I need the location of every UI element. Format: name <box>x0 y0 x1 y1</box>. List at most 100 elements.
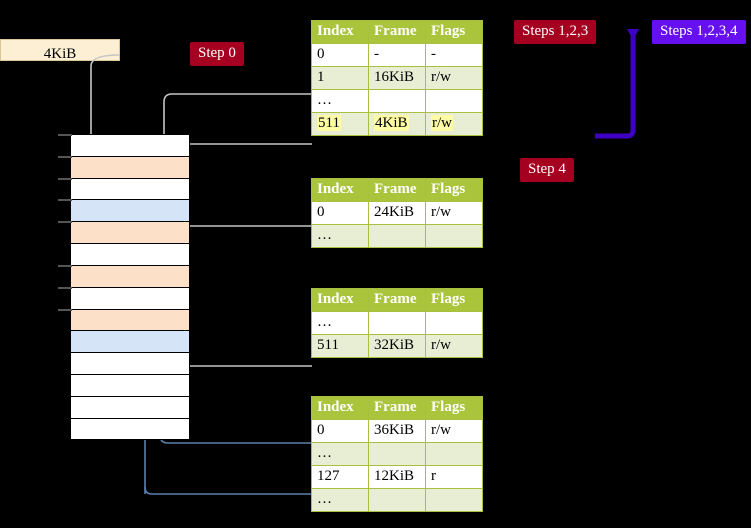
badge-steps-1234-label: Steps 1,2,3,4 <box>660 23 738 39</box>
memory-tick <box>58 156 72 158</box>
table-cell <box>368 89 426 113</box>
table-cell: r/w <box>425 112 483 136</box>
table-row[interactable]: … <box>311 442 483 466</box>
column-header-flags: Flags <box>425 178 483 202</box>
memory-row <box>70 309 190 330</box>
column-header-flags: Flags <box>425 20 483 44</box>
memory-tick <box>58 178 72 180</box>
table-cell: … <box>311 488 369 512</box>
table-row[interactable]: … <box>311 224 483 248</box>
table-cell: 4KiB <box>368 112 426 136</box>
table-row[interactable]: 511 4KiB r/w <box>311 112 483 136</box>
table-cell <box>425 311 483 335</box>
column-header-index: Index <box>311 396 369 420</box>
column-header-flags: Flags <box>425 396 483 420</box>
badge-steps-123: Steps 1,2,3 <box>514 20 597 44</box>
table-cell: - <box>425 43 483 67</box>
table-cell: … <box>311 442 369 466</box>
table-cell: r/w <box>425 66 483 90</box>
memory-tick <box>58 265 72 267</box>
badge-step-4: Step 4 <box>520 158 574 182</box>
memory-row <box>70 374 190 396</box>
table-cell: 36KiB <box>368 419 426 443</box>
table-cell: 511 <box>311 112 369 136</box>
table-cell: … <box>311 224 369 248</box>
table-cell: - <box>368 43 426 67</box>
table-cell: … <box>311 311 369 335</box>
memory-row <box>70 352 190 374</box>
table-cell: 0 <box>311 43 369 67</box>
table-cell: 0 <box>311 201 369 225</box>
table-cell <box>368 488 426 512</box>
table-cell <box>368 224 426 248</box>
badge-steps-1234: Steps 1,2,3,4 <box>652 20 746 44</box>
column-header-index: Index <box>311 178 369 202</box>
memory-tick <box>58 134 72 136</box>
table-row[interactable]: 0-- <box>311 43 483 67</box>
table-cell: 16KiB <box>368 66 426 90</box>
table-cell: 511 <box>311 334 369 358</box>
table-cell: … <box>311 89 369 113</box>
memory-row <box>70 287 190 309</box>
column-header-index: Index <box>311 288 369 312</box>
table-cell <box>425 89 483 113</box>
memory-row <box>70 156 190 178</box>
column-header-frame: Frame <box>368 178 426 202</box>
table-cell <box>368 311 426 335</box>
table-cell: r/w <box>425 419 483 443</box>
memory-row <box>70 265 190 287</box>
frame-4kib-box: 4KiB <box>0 39 120 62</box>
table-cell: 1 <box>311 66 369 90</box>
table-cell <box>425 488 483 512</box>
memory-row <box>70 178 190 199</box>
badge-step-0: Step 0 <box>190 42 244 66</box>
badge-step-0-label: Step 0 <box>198 45 236 61</box>
table-row[interactable]: … <box>311 488 483 512</box>
memory-row <box>70 243 190 265</box>
memory-rows-host <box>70 134 190 440</box>
column-header-frame: Frame <box>368 288 426 312</box>
table-cell: 0 <box>311 419 369 443</box>
badge-step-4-label: Step 4 <box>528 161 566 177</box>
table-cell <box>368 442 426 466</box>
table-row[interactable]: … <box>311 89 483 113</box>
table-cell: 12KiB <box>368 465 426 489</box>
column-header-index: Index <box>311 20 369 44</box>
table-cell <box>425 442 483 466</box>
wire-4kib-to-memory <box>90 54 121 154</box>
memory-row <box>70 134 190 156</box>
memory-row <box>70 199 190 221</box>
table-cell: 127 <box>311 465 369 489</box>
column-header-frame: Frame <box>368 396 426 420</box>
memory-tick <box>58 199 72 201</box>
wire-pml4-row1-to-memory <box>163 93 312 154</box>
table-row[interactable]: … <box>311 311 483 335</box>
memory-tick <box>58 221 72 223</box>
column-header-frame: Frame <box>368 20 426 44</box>
table-cell: r/w <box>425 201 483 225</box>
memory-row <box>70 396 190 418</box>
memory-tick <box>58 309 72 311</box>
highlighted-value: 4KiB <box>374 115 409 131</box>
memory-row <box>70 418 190 440</box>
table-cell: 32KiB <box>368 334 426 358</box>
frame-4kib-label: 4KiB <box>43 46 77 62</box>
badge-steps-123-label: Steps 1,2,3 <box>522 23 589 39</box>
highlighted-value: 511 <box>317 115 341 131</box>
table-cell: r/w <box>425 334 483 358</box>
